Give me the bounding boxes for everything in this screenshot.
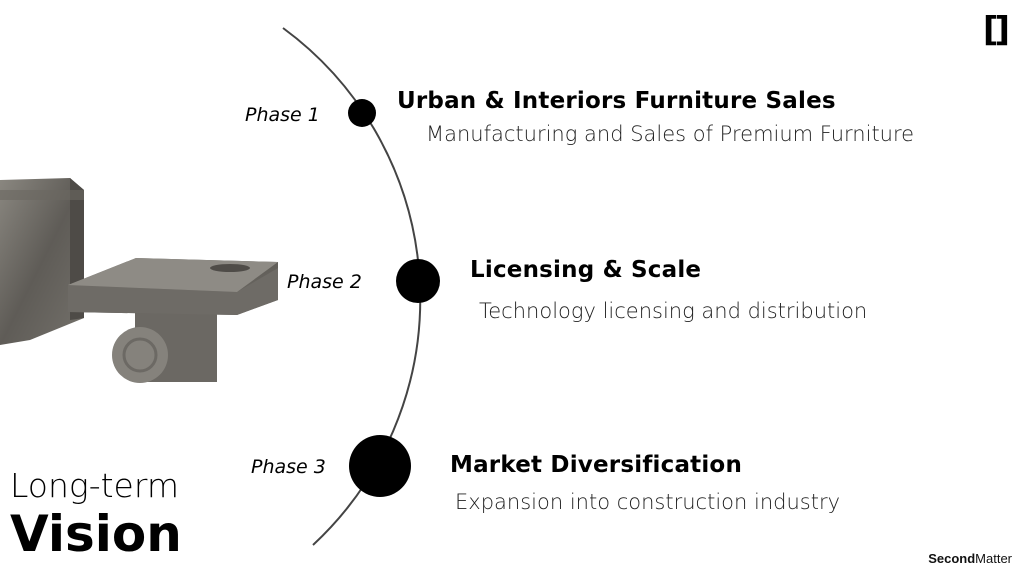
phase-3-title: Market Diversification [450,452,743,478]
phase-1-dot [348,99,376,127]
phase-2-label: Phase 2 [287,271,362,293]
brand-regular: Matter [975,551,1012,566]
furniture-image [0,178,278,383]
phase-2-dot [396,259,440,303]
phase-2-title: Licensing & Scale [470,257,702,283]
heading-line-2: Vision [10,505,182,563]
phase-1-subtitle: Manufacturing and Sales of Premium Furni… [426,122,915,146]
phase-3-label: Phase 3 [251,456,326,478]
phase-2-subtitle: Technology licensing and distribution [479,299,868,323]
heading-line-1: Long-term [10,466,179,505]
brand-wordmark: SecondMatter [928,551,1012,566]
phase-3-dot [349,435,411,497]
phase-3-subtitle: Expansion into construction industry [455,490,841,514]
phase-1-title: Urban & Interiors Furniture Sales [397,88,836,114]
logo-icon: [] [982,10,1010,50]
brand-bold: Second [928,551,976,566]
phase-1-label: Phase 1 [245,104,320,126]
